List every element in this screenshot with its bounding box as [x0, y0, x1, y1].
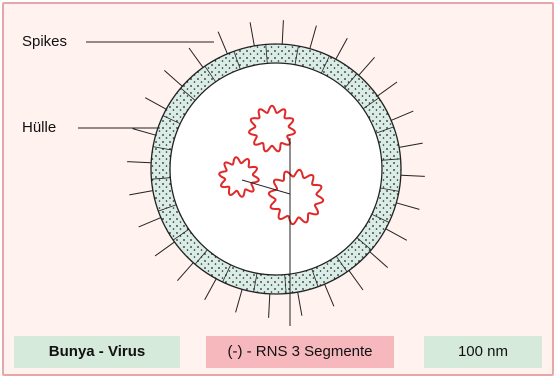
- spike: [250, 22, 255, 48]
- spike: [384, 228, 407, 241]
- spike: [335, 38, 348, 61]
- spike: [309, 26, 316, 51]
- spike: [399, 175, 425, 176]
- spike: [236, 287, 243, 312]
- spike: [139, 217, 163, 227]
- spike: [357, 57, 374, 77]
- spike: [269, 292, 270, 318]
- spike: [127, 162, 153, 163]
- spike: [282, 20, 283, 46]
- spike: [145, 98, 168, 111]
- spike: [205, 277, 218, 300]
- virus-name-box: Bunya - Virus: [14, 336, 180, 368]
- genome-box: (-) - RNS 3 Segmente: [206, 336, 394, 368]
- envelope-label: Hülle: [22, 119, 56, 136]
- spike: [164, 70, 184, 87]
- spike: [177, 261, 194, 281]
- spike: [324, 282, 334, 306]
- spike: [394, 202, 419, 209]
- spike: [218, 32, 228, 56]
- envelope-inner: [170, 63, 382, 275]
- spikes-label: Spikes: [22, 33, 67, 50]
- spike: [129, 190, 155, 195]
- size-box: 100 nm: [424, 336, 542, 368]
- spike: [297, 290, 302, 316]
- spike: [376, 82, 397, 97]
- spike: [133, 129, 158, 136]
- spike: [348, 269, 363, 290]
- spike: [189, 48, 204, 69]
- spike: [397, 143, 423, 148]
- spike: [368, 250, 388, 267]
- spike: [389, 111, 413, 121]
- spike: [155, 241, 176, 256]
- envelope: [151, 44, 401, 294]
